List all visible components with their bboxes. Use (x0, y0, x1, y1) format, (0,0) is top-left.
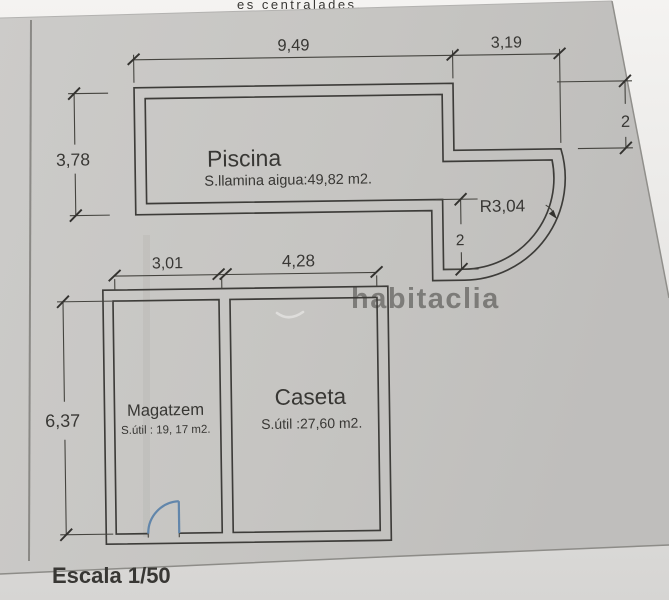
pool-right-drop-ticks (618, 74, 633, 155)
pool-title: Piscina (207, 145, 282, 172)
paper-top-edge (0, 0, 613, 19)
building-left-dimension-line (62, 301, 67, 535)
building-dimension-line (114, 271, 377, 277)
building-dimension-ticks (108, 265, 384, 282)
top-dimension-line (133, 53, 560, 61)
dim-pool-drop-right: 2 (621, 113, 630, 131)
building-left-dimension-extensions (56, 300, 114, 536)
dim-pool-radius: R3,04 (480, 196, 526, 216)
room-caseta-title: Caseta (275, 384, 347, 410)
paper-bottom-edge (0, 544, 669, 575)
dim-pool-width-main: 9,49 (277, 36, 309, 54)
watermark: habitaclia (275, 283, 500, 319)
building-dimension-extensions (114, 275, 378, 291)
dim-caseta-width: 4,28 (282, 251, 315, 270)
building-left-dimension-ticks (56, 295, 73, 542)
building-outline-outer (102, 285, 393, 546)
dim-pool-height-left: 3,78 (56, 149, 90, 169)
paper-stain (143, 235, 150, 537)
pool-left-dimension-line (73, 93, 77, 216)
pool-right-drop-line (624, 80, 627, 148)
drawing-group: Piscina S.llamina aigua:49,82 m2. 9,49 3… (45, 34, 633, 546)
pool-area-label: S.llamina aigua:49,82 m2. (204, 171, 372, 189)
room-caseta-area: S.útil :27,60 m2. (261, 415, 362, 432)
room-caseta-walls (229, 296, 382, 534)
dim-pool-width-right: 3,19 (491, 34, 522, 51)
pool-right-drop-extensions (556, 80, 633, 150)
room-magatzem-walls (112, 298, 224, 535)
paper-right-edge (611, 0, 669, 299)
scale-label: Escala 1/50 (52, 563, 171, 588)
watermark-swoosh-icon (275, 310, 305, 319)
dim-magatzem-width: 3,01 (152, 255, 183, 272)
top-dimension-ticks (127, 47, 567, 66)
room-magatzem-title: Magatzem (127, 401, 204, 420)
paper-left-edge (28, 19, 32, 562)
radius-leader-arrow (548, 209, 557, 219)
door-swing-arc (147, 500, 179, 534)
pool-outline-outer (133, 82, 567, 282)
dim-building-height-left: 6,37 (45, 411, 80, 431)
room-magatzem-area: S.útil : 19, 17 m2. (121, 424, 211, 437)
dim-pool-drop-bottom: 2 (456, 232, 465, 249)
pool-left-dimension-ticks (67, 86, 83, 223)
watermark-text: habitaclia (351, 283, 500, 315)
pool-bottom-drop-ticks (454, 192, 469, 276)
pool-bottom-drop-line (460, 199, 463, 270)
